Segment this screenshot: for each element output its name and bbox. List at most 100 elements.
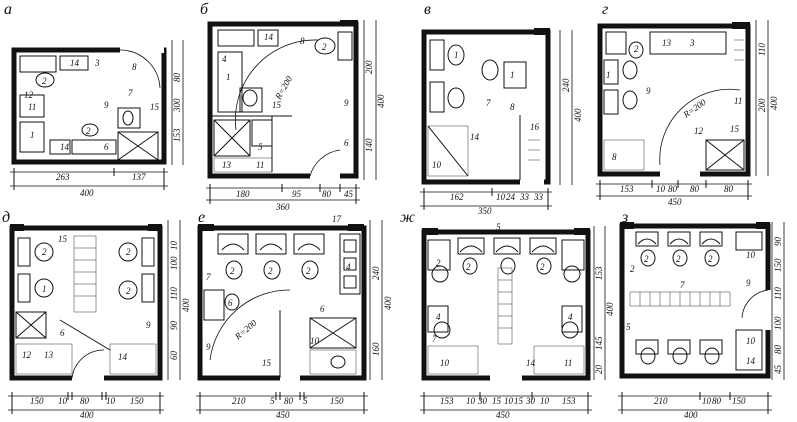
callout: 5 [496,222,501,232]
dimension: 400 [80,188,94,198]
callout: 11 [28,102,36,112]
dimension: 263 [56,172,70,182]
room-walls [207,21,359,179]
dimension: 80 [284,396,294,406]
callout: 13 [222,160,232,170]
callout: 17 [332,214,342,224]
dimension: 153 [440,396,454,406]
dimension: 110 [757,43,767,56]
dimension: 360 [275,202,290,212]
dimension: 80 [773,345,783,355]
dimension: 80 [80,396,90,406]
dimension: 110 [169,287,179,300]
callout: 2 [634,44,639,54]
callout: 10 [310,336,320,346]
callout: 14 [118,352,128,362]
panel-letter: в [424,1,431,18]
callout: 2 [126,286,131,296]
dimension: 400 [573,108,583,122]
callout: 16 [530,122,540,132]
dimension: 450 [496,410,510,420]
dimension: 80 [724,184,734,194]
toilet-cabin [117,107,141,129]
callout: 12 [24,90,34,100]
callout: 10 [432,160,442,170]
callout: 5 [626,322,631,332]
callout: 10 [746,250,756,260]
callout: 13 [44,350,54,360]
callout: 6 [228,298,233,308]
callout: 3 [94,58,100,68]
dimension: 140 [364,138,374,152]
dimension: 100 [773,316,783,330]
shower [603,139,645,171]
dimension: 15 [492,396,502,406]
callout: 2 [540,262,545,272]
dimension: 240 [561,78,571,92]
dimension: 400 [769,96,779,110]
callout: 11 [256,160,264,170]
callout: 12 [22,350,32,360]
dimension: 153 [594,266,604,280]
dimension: 24 [506,192,516,202]
dimension: 150 [330,396,344,406]
callout: 6 [344,138,349,148]
callout: 2 [630,264,635,274]
dimension: 400 [376,94,386,108]
callout: 14 [470,132,480,142]
panel-letter: г [602,1,608,18]
shower [15,311,47,339]
callout: 15 [272,100,282,110]
dimension: 20 [594,365,604,375]
dimension: 150 [30,396,44,406]
callout: 2 [676,254,681,264]
dimension: 90 [773,237,783,247]
callout: 14 [60,142,70,152]
panel-z: з 2 2 2 2 10 9 7 5 10 14 210 10 80 150 4… [618,209,785,420]
dimension: 10 [496,192,506,202]
callout: 11 [564,358,572,368]
panel-e: е 2 2 2 7 6 9 6 4 15 10 17 R=200 210 5 8 [196,209,393,420]
callout: 15 [262,358,272,368]
dimension: 10 [58,396,68,406]
callout: 2 [42,247,47,257]
dimension: 150 [773,258,783,272]
callout: 6 [60,328,65,338]
dimension: 80 [172,73,182,83]
dimension: 10 [540,396,550,406]
callout: 10 [746,336,756,346]
dimension: 80 [322,189,332,199]
dimension: 80 [690,184,700,194]
radius-label: R=200 [681,97,709,120]
callout: 7 [486,98,491,108]
panel-letter: б [200,1,209,18]
callout: 7 [206,272,211,282]
callout: 9 [104,100,109,110]
callout: 7 [128,88,133,98]
panel-letter: з [621,209,628,226]
dimension: 45 [344,189,354,199]
callout: 2 [86,126,91,136]
bed [217,51,243,113]
dimension: 30 [525,396,536,406]
dimension: 110 [773,287,783,300]
shower [309,317,357,349]
room-walls [11,47,167,165]
bed [19,94,45,118]
callout: 2 [708,254,713,264]
dimension: 153 [620,184,634,194]
callout: 7 [680,280,685,290]
dimension: 153 [562,396,576,406]
dimension: 400 [605,302,615,316]
dimension: 33 [533,192,544,202]
callout: 8 [300,36,305,46]
callout: 12 [694,126,704,136]
dimension: 100 [169,256,179,270]
panel-zh: ж 5 2 2 2 4 7 4 11 10 14 153 10 30 15 10… [400,209,615,420]
panel-g: г 2 3 13 1 9 11 8 12 15 R=200 153 10 80 … [596,1,779,207]
shower [427,125,469,177]
dimension: 5 [303,396,308,406]
bathtub [217,29,255,47]
callout: 4 [222,54,227,64]
dimension: 90 [169,321,179,331]
